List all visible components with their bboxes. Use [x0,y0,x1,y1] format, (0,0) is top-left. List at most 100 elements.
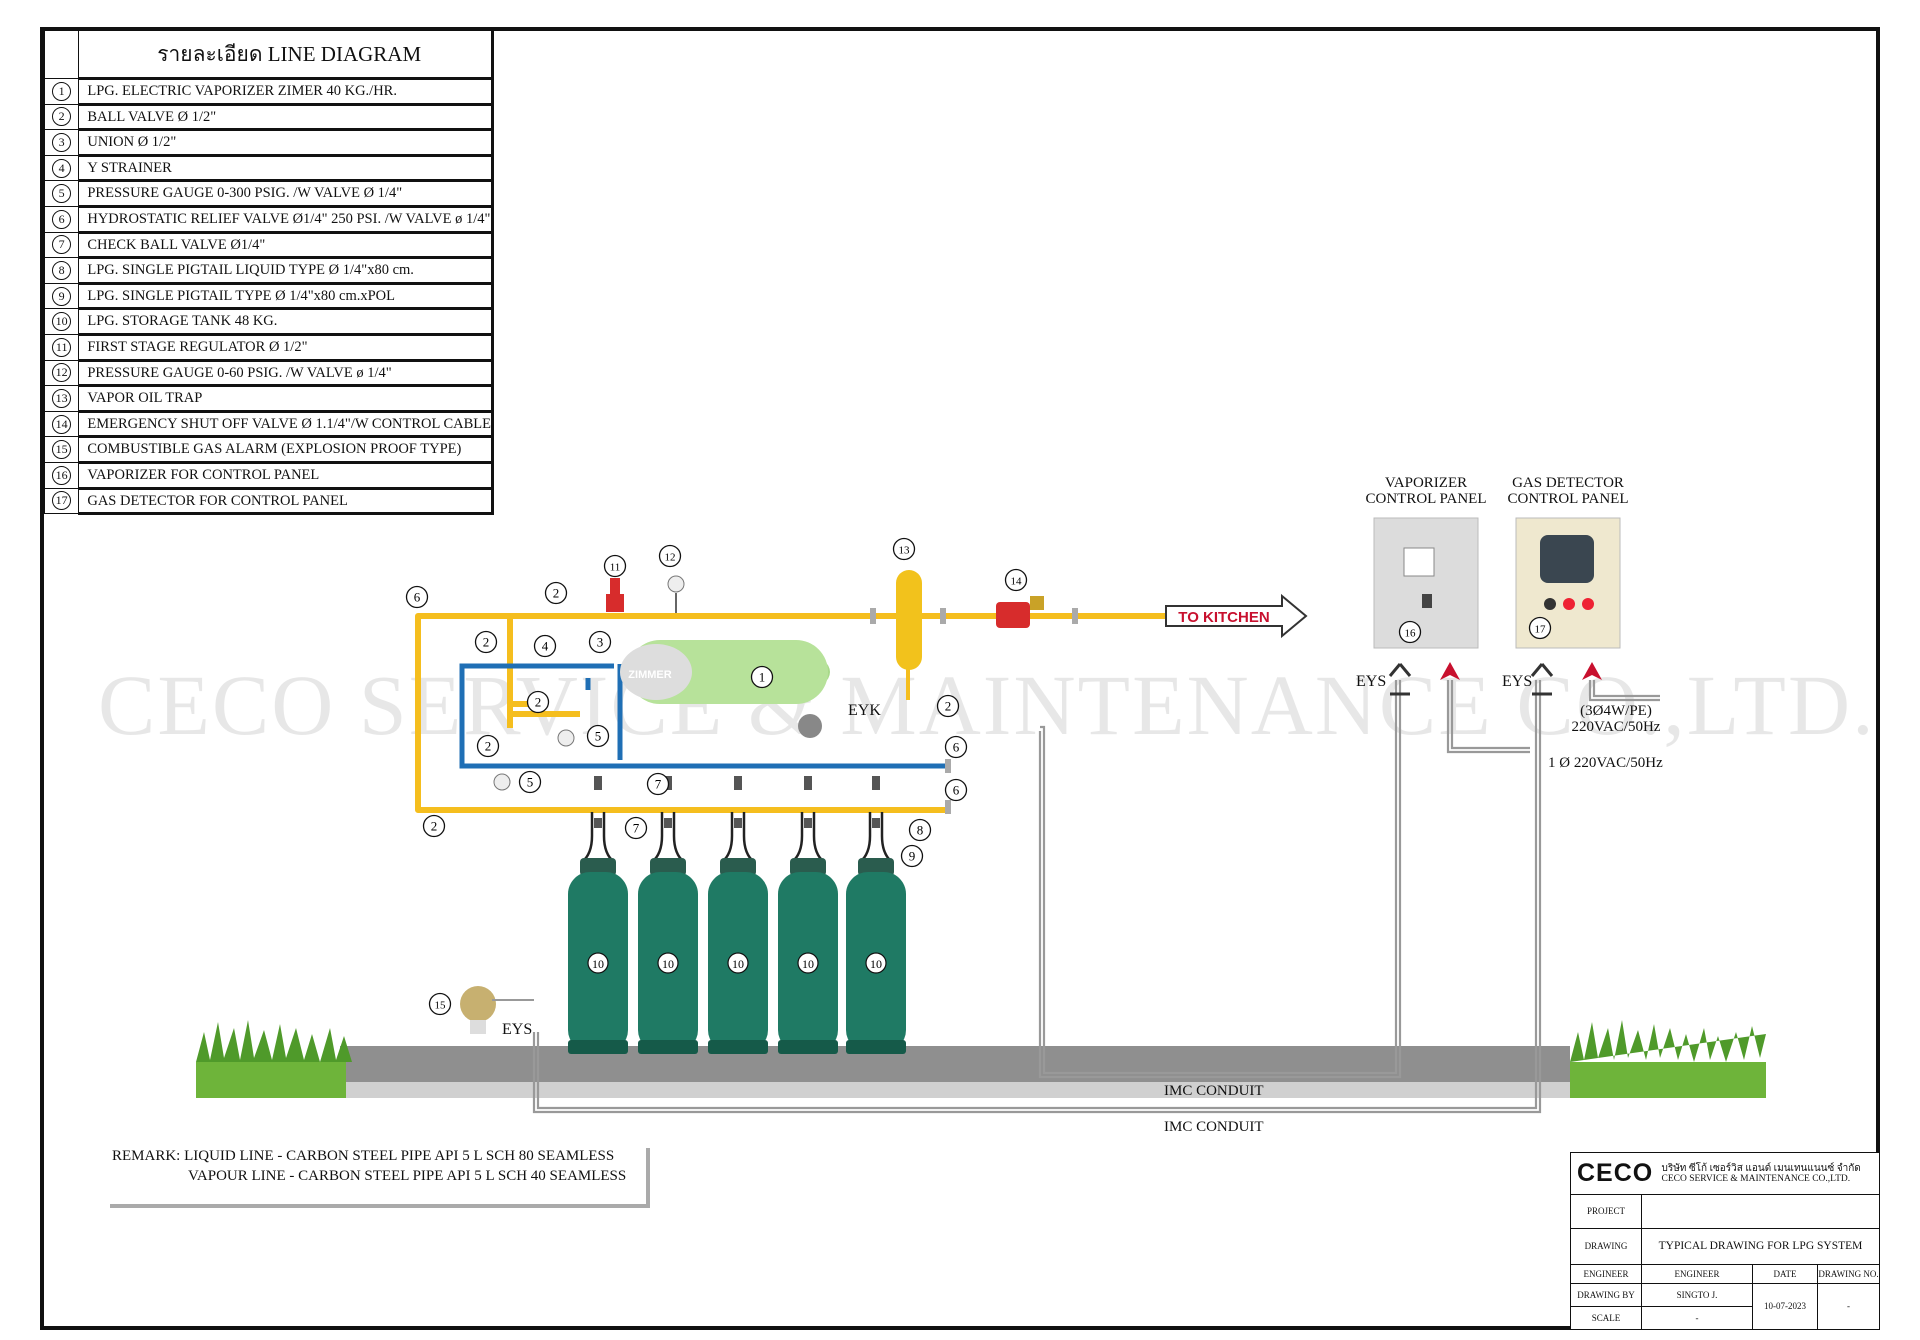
callout-11: 11 [603,554,627,578]
company-name-en: CECO SERVICE & MAINTENANCE CO.,LTD. [1661,1173,1851,1184]
svg-text:12: 12 [665,552,676,564]
svg-text:6: 6 [953,783,960,798]
svg-text:4: 4 [542,639,549,654]
callout-13: 13 [892,537,916,561]
callout-6: 6 [405,585,429,609]
callout-5: 5 [586,724,610,748]
legend-text: EMERGENCY SHUT OFF VALVE Ø 1.1/4"/W CONT… [78,410,494,439]
legend-number: 12 [52,363,72,383]
pressure-gauge-12 [667,575,685,613]
first-stage-regulator [606,578,624,612]
svg-text:2: 2 [483,635,490,650]
vapor-oil-trap [798,570,922,738]
svg-text:7: 7 [655,777,662,792]
legend-number: 15 [52,440,72,460]
legend-number: 10 [52,312,72,332]
callout-6: 6 [944,778,968,802]
title-block: CECO บริษัท ซีโก้ เซอร์วิส แอนด์ เมนเทนแ… [1570,1151,1880,1331]
red-arrow-1 [1440,662,1460,680]
ground-edge [340,1082,1570,1098]
legend-number: 1 [52,81,72,101]
power-1phase-label: 1 Ø 220VAC/50Hz [1548,755,1663,771]
legend-number: 17 [52,491,72,511]
callout-17: 17 [1528,616,1552,640]
svg-text:2: 2 [431,819,438,834]
legend-number: 2 [52,107,72,127]
drawing-label: DRAWING [1570,1227,1642,1265]
legend-number: 3 [52,132,72,152]
check-valve [594,776,602,828]
legend-number: 16 [52,465,72,485]
legend-row: 3 UNION Ø 1/2" [43,129,494,157]
svg-text:14: 14 [1011,576,1023,588]
legend-title: รายละเอียด LINE DIAGRAM [78,30,494,80]
legend-table: รายละเอียด LINE DIAGRAM 1 LPG. ELECTRIC V… [43,30,494,516]
pressure-gauge-5a [557,729,575,747]
callout-7: 7 [624,816,648,840]
power-cable-2 [1450,680,1530,750]
svg-text:16: 16 [1405,628,1417,640]
to-kitchen-label: TO KITCHEN [1178,609,1269,626]
svg-text:8: 8 [917,823,924,838]
callout-3: 3 [588,630,612,654]
eys-label-1: EYS [1356,673,1387,690]
legend-number: 9 [52,286,72,306]
callout-8: 8 [908,818,932,842]
remark-line-1: REMARK: LIQUID LINE - CARBON STEEL PIPE … [112,1148,615,1164]
power-cable-1 [1446,680,1530,754]
callout-5: 5 [518,770,542,794]
legend-text: PRESSURE GAUGE 0-300 PSIG. /W VALVE Ø 1/… [78,180,494,208]
callout-2: 2 [526,690,550,714]
red-arrow-2 [1582,662,1602,680]
svg-text:2: 2 [553,586,560,601]
tank-number: 10 [662,957,674,971]
callout-2: 2 [474,630,498,654]
check-valve [872,776,880,828]
legend-number: 11 [52,337,72,357]
conduit-vaporizer [1040,680,1398,1075]
scale-value: - [1641,1305,1753,1331]
power-cable-4 [1592,680,1660,698]
vaporizer-brand: ZIMMER [628,669,671,681]
conduit-vaporizer-2 [1038,680,1402,1079]
engineer-label: ENGINEER [1570,1263,1642,1284]
callout-2: 2 [422,814,446,838]
callout-15: 15 [428,992,452,1016]
callout-14: 14 [1004,568,1028,592]
vaporizer-control-panel [1373,517,1479,649]
legend-text: LPG. ELECTRIC VAPORIZER ZIMER 40 KG./HR. [78,78,494,106]
svg-text:1: 1 [759,670,766,685]
svg-text:5: 5 [527,775,534,790]
svg-text:15: 15 [435,1000,447,1012]
engineer-value: ENGINEER [1641,1263,1753,1284]
conduit-label-2: IMC CONDUIT [1164,1119,1264,1135]
pressure-gauge-5b [493,773,511,791]
drawing-no-value: - [1817,1282,1880,1331]
legend-number: 5 [52,184,72,204]
legend-text: CHECK BALL VALVE Ø1/4" [78,231,494,260]
project-value [1641,1194,1880,1229]
eys-label-3: EYS [502,1021,533,1038]
legend-number: 14 [52,414,72,434]
svg-text:13: 13 [899,545,911,557]
legend-text: VAPOR OIL TRAP [78,385,494,413]
grass-left [196,1020,352,1098]
svg-text:6: 6 [953,740,960,755]
svg-text:9: 9 [909,849,916,864]
check-valve [734,776,742,828]
remark-box: REMARK: LIQUID LINE - CARBON STEEL PIPE … [110,1148,650,1208]
company-name-th: บริษัท ซีโก้ เซอร์วิส แอนด์ เมนเทนแนนซ์ … [1661,1162,1861,1174]
legend-text: UNION Ø 1/2" [78,129,494,157]
eyk-label: EYK [848,702,881,719]
legend-text: LPG. STORAGE TANK 48 KG. [78,308,494,336]
callout-12: 12 [658,544,682,568]
